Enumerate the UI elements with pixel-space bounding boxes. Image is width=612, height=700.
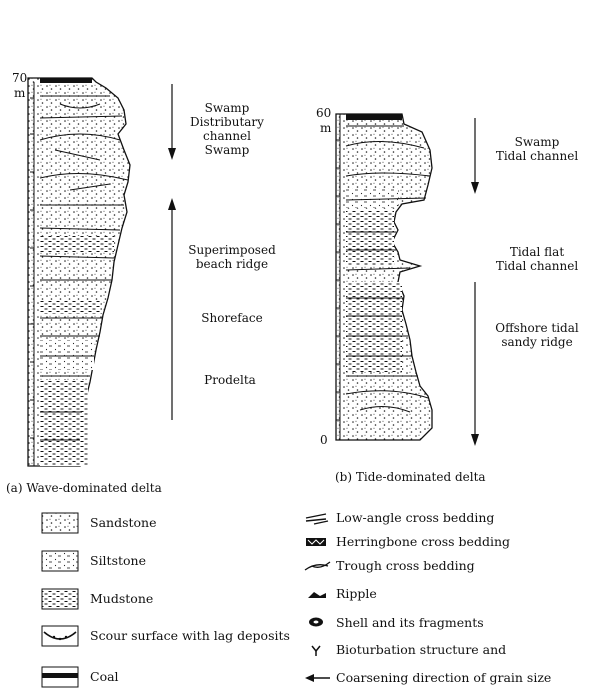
legend-item-scour-surface: Scour surface with lag deposits — [41, 625, 290, 647]
legend-item-trough-cross-bedding: Trough cross bedding — [304, 558, 475, 573]
tide-dominated-column: 60 m 0 Swamp Tidal channel Tidal flat Ti… — [316, 106, 579, 484]
wave-bed-boundaries — [39, 95, 129, 441]
wave-mudstone-band — [40, 380, 88, 466]
wave-axis-ticks — [30, 97, 34, 439]
scour-surface-icon — [41, 625, 79, 647]
wave-direction-arrow-up — [168, 198, 176, 420]
tide-coal-bed — [346, 114, 402, 120]
tide-caption: (b) Tide-dominated delta — [335, 470, 486, 484]
legend-label: Herringbone cross bedding — [336, 534, 510, 549]
trough-cross-bedding-icon — [304, 561, 331, 571]
tide-top-depth: 60 — [316, 106, 331, 120]
tide-label-sandy-ridge: sandy ridge — [501, 335, 572, 349]
wave-caption: (a) Wave-dominated delta — [6, 481, 162, 495]
coarsening-arrow-icon — [305, 674, 330, 682]
wave-dominated-column: 70 m Swamp Distributary channel Swamp Su… — [6, 71, 276, 495]
tide-label-tidal-flat: Tidal flat — [510, 245, 564, 259]
legend-item-herringbone: Herringbone cross bedding — [306, 534, 510, 549]
wave-label-beach-ridge: beach ridge — [196, 257, 268, 271]
legend-label: Coal — [90, 669, 119, 684]
wave-mudstone-band — [40, 236, 114, 252]
tide-bed-boundaries — [345, 125, 431, 413]
legend-item-low-angle-cross-bedding: Low-angle cross bedding — [305, 510, 494, 525]
wave-label-prodelta: Prodelta — [204, 373, 256, 387]
legend-structures: Low-angle cross bedding Herringbone cros… — [304, 510, 551, 685]
legend-item-bioturbation: Bioturbation structure and — [311, 642, 506, 657]
bioturbation-icon — [311, 645, 321, 656]
tide-bottom-depth: 0 — [320, 433, 328, 447]
tide-siltstone-band — [346, 188, 398, 208]
legend-label: Scour surface with lag deposits — [90, 628, 290, 643]
wave-coal-bed — [40, 78, 92, 83]
tide-label-tidal-channel: Tidal channel — [496, 259, 578, 273]
wave-label-swamp-top: Swamp — [205, 101, 250, 115]
tide-label-swamp: Swamp — [515, 135, 560, 149]
ripple-icon — [308, 592, 326, 598]
wave-label-shoreface: Shoreface — [201, 311, 262, 325]
tide-axis-ticks — [336, 139, 340, 421]
shell-icon — [309, 617, 323, 627]
legend-item-coal: Coal — [41, 666, 119, 688]
wave-label-superimposed: Superimposed — [188, 243, 276, 257]
legend-label: Bioturbation structure and — [336, 642, 506, 657]
tide-direction-arrow-down-upper — [471, 118, 479, 194]
legend-label: Low-angle cross bedding — [336, 510, 494, 525]
mudstone-icon — [41, 588, 79, 610]
legend-lithology: Sandstone Siltstone Mudstone Scour surfa… — [41, 512, 290, 688]
legend-label: Siltstone — [90, 553, 146, 568]
wave-mudstone-band — [40, 300, 102, 314]
wave-label-distributary: Distributary — [190, 115, 264, 129]
tide-label-tidal-channel-top: Tidal channel — [496, 149, 578, 163]
sandstone-icon — [41, 512, 79, 534]
legend-item-ripple: Ripple — [308, 586, 377, 601]
tide-depth-unit: m — [320, 121, 332, 135]
legend-item-shell: Shell and its fragments — [309, 615, 484, 630]
legend-label: Mudstone — [90, 591, 153, 606]
wave-label-channel: channel — [203, 129, 251, 143]
legend-label: Ripple — [336, 586, 377, 601]
tide-direction-arrow-down-lower — [471, 282, 479, 446]
legend-label: Trough cross bedding — [336, 558, 475, 573]
wave-siltstone-band — [40, 340, 94, 370]
low-angle-cross-bedding-icon — [305, 513, 329, 525]
legend-item-mudstone: Mudstone — [41, 588, 153, 610]
legend-label: Shell and its fragments — [336, 615, 484, 630]
tide-mudstone-band — [346, 282, 402, 372]
coal-icon — [41, 666, 79, 688]
wave-top-depth: 70 — [12, 71, 27, 85]
wave-depth-unit: m — [14, 86, 26, 100]
legend-label: Sandstone — [90, 515, 156, 530]
legend-label: Coarsening direction of grain size — [336, 670, 551, 685]
siltstone-icon — [41, 550, 79, 572]
legend-item-siltstone: Siltstone — [41, 550, 146, 572]
herringbone-icon — [306, 538, 326, 546]
legend-item-sandstone: Sandstone — [41, 512, 156, 534]
wave-label-swamp: Swamp — [205, 143, 250, 157]
tide-mudstone-band — [346, 210, 394, 266]
wave-direction-arrow-down — [168, 84, 176, 160]
legend-item-coarsening-direction: Coarsening direction of grain size — [305, 670, 551, 685]
tide-label-offshore-tidal: Offshore tidal — [495, 321, 579, 335]
